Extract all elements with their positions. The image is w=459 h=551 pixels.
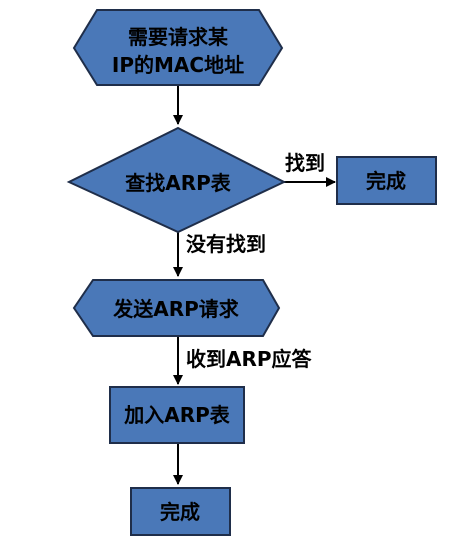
edge-label-found: 找到 [285, 151, 325, 175]
start-node-line1: 需要请求某 [128, 25, 229, 49]
edge-label-not-found: 没有找到 [186, 232, 266, 256]
edge-label-reply: 收到ARP应答 [186, 347, 313, 371]
start-node-line2: IP的MAC地址 [112, 53, 244, 77]
edges [173, 84, 336, 485]
lookup-node-label: 查找ARP表 [125, 171, 232, 195]
send-hexagon [72, 279, 281, 337]
lookup-node: 查找ARP表 [66, 126, 287, 234]
add-box [109, 386, 245, 444]
send-node-label: 发送ARP请求 [112, 297, 240, 321]
add-node: 加入ARP表 [109, 386, 245, 444]
done-right-label: 完成 [366, 169, 406, 193]
add-node-label: 加入ARP表 [123, 403, 231, 427]
done-right-box [336, 156, 437, 205]
start-hexagon [72, 9, 284, 86]
start-node: 需要请求某 IP的MAC地址 [72, 9, 284, 86]
done-right-node: 完成 [336, 156, 437, 205]
done-bottom-box [130, 487, 231, 536]
done-bottom-node: 完成 [130, 487, 231, 536]
lookup-diamond [66, 126, 287, 234]
done-bottom-label: 完成 [160, 500, 200, 524]
send-node: 发送ARP请求 [72, 279, 281, 337]
